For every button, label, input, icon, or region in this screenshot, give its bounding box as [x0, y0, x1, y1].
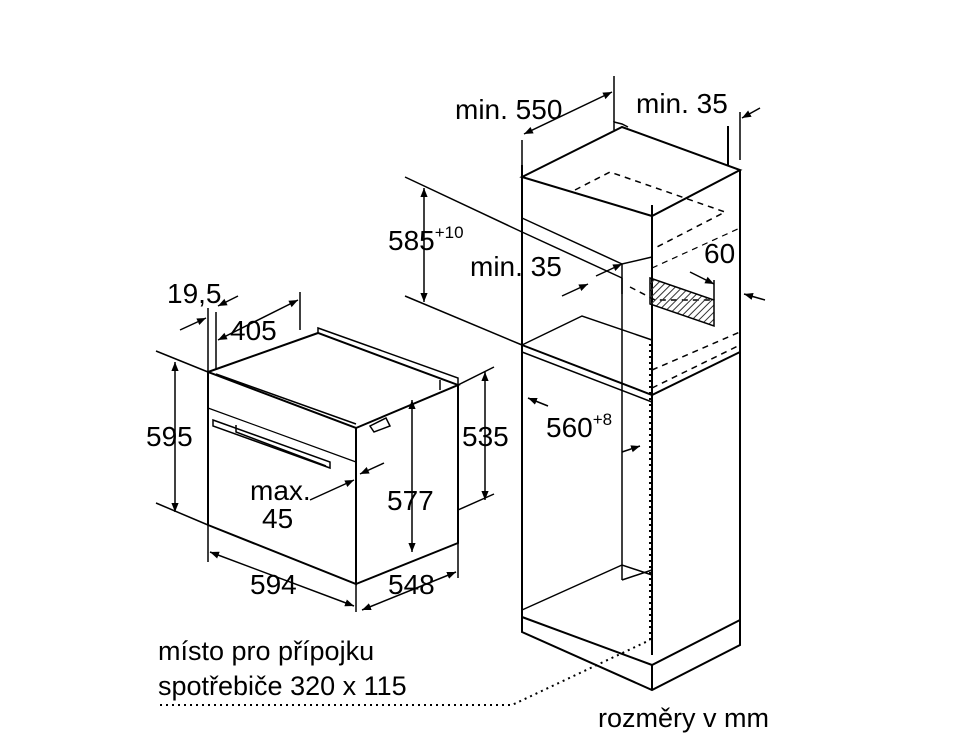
connection-note-line2: spotřebiče 320 x 115 [158, 671, 407, 701]
cabinet-niche-height-label: 585+10 [388, 223, 464, 256]
cabinet-dimensions [404, 76, 766, 453]
handle-gap-label-2: 45 [262, 503, 293, 534]
oven-back-height-label: 535 [462, 421, 509, 452]
cabinet-top [519, 125, 743, 218]
oven-drawing [207, 326, 461, 586]
units-note: rozměry v mm [598, 703, 769, 733]
handle-gap-label-1: max. [250, 475, 311, 506]
connection-leader [160, 340, 651, 706]
cabinet-min-back-gap-label: min. 35 [636, 88, 728, 119]
oven-depth-label: 548 [388, 569, 435, 600]
cabinet-vent-gap-label: 60 [704, 238, 735, 269]
oven-inner-height-label: 577 [387, 485, 434, 516]
oven-width-label: 594 [250, 569, 297, 600]
oven-depth-body-label: 405 [230, 315, 277, 346]
cabinet-lower-shelf [521, 344, 741, 397]
cabinet-niche-width-label: 560+8 [546, 410, 612, 443]
oven-height-label: 595 [146, 421, 193, 452]
oven-knob [368, 416, 392, 433]
oven-handle [212, 418, 331, 470]
cabinet-min-depth-label: min. 550 [455, 94, 562, 125]
cabinet-shelf-gap-label: min. 35 [470, 251, 562, 282]
oven-depth-front-label: 19,5 [167, 278, 222, 309]
cabinet-plinth [521, 617, 741, 692]
cabinet-drawing [519, 121, 743, 692]
vent-block [649, 276, 715, 328]
connection-note-line1: místo pro přípojku [158, 636, 374, 666]
oven-dimensions [155, 292, 495, 612]
oven-top [207, 331, 461, 429]
